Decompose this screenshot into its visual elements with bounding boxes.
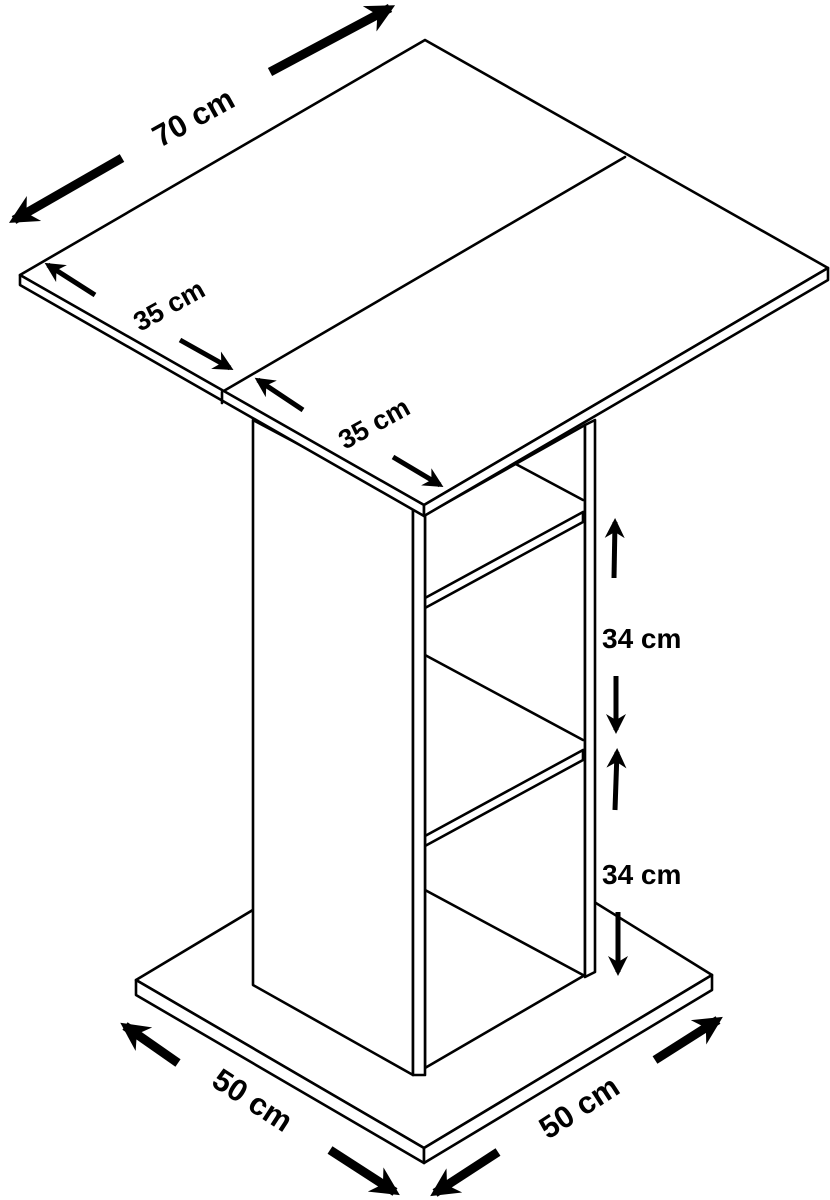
arrow-down-left-icon [430, 1148, 501, 1197]
arrow-down-right-icon [391, 454, 444, 488]
arrow-up-icon [606, 748, 627, 811]
arrow-right-icon [267, 4, 396, 76]
dimension-shelf-upper: 34 cm [602, 518, 681, 734]
shelf-unit [411, 418, 597, 1077]
tabletop [18, 38, 830, 518]
column-left-panel [251, 418, 415, 1077]
arrow-up-left-icon [44, 262, 97, 298]
arrow-down-right-icon [178, 337, 234, 371]
dimension-shelf-lower: 34 cm [602, 748, 681, 976]
label-34cm-upper: 34 cm [602, 623, 681, 654]
arrow-down-right-icon [327, 1146, 400, 1196]
label-70cm: 70 cm [146, 81, 240, 154]
arrow-up-left-icon [254, 377, 305, 413]
arrow-up-icon [604, 518, 625, 579]
shelf-upright-right [583, 418, 597, 979]
arrow-up-left-icon [120, 1022, 181, 1067]
shelf-upright-front [411, 503, 427, 1077]
arrow-up-right-icon [652, 1016, 723, 1064]
label-34cm-lower: 34 cm [602, 859, 681, 890]
arrow-left-icon [9, 154, 125, 224]
